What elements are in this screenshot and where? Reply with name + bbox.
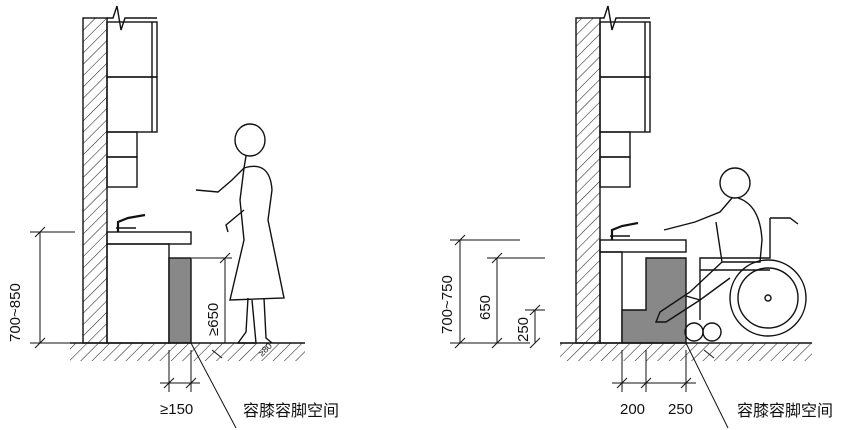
left-height-dimension xyxy=(30,226,75,349)
right-knee-dimension xyxy=(487,252,545,349)
wheelchair-user-icon xyxy=(654,167,807,342)
right-depth-a-label: 200 xyxy=(620,401,645,418)
standing-person-icon xyxy=(195,123,285,344)
right-wall xyxy=(575,5,650,344)
left-caption-leader xyxy=(190,342,237,429)
right-wall-cabinet xyxy=(599,21,651,188)
right-faucet-icon xyxy=(610,221,639,240)
left-standing-figure xyxy=(30,5,305,429)
right-caption-leader xyxy=(685,342,729,429)
left-toe-label: ≥150 xyxy=(160,401,193,418)
left-height-label: 700~850 xyxy=(7,283,24,342)
right-knee-label: 650 xyxy=(477,295,494,320)
right-toe-label: 250 xyxy=(515,317,532,342)
left-caption: 容膝容脚空间 xyxy=(243,401,339,420)
left-knee-dimension xyxy=(192,252,232,343)
right-depth-dimension xyxy=(612,350,696,392)
left-faucet-icon xyxy=(116,213,146,232)
left-toe-dimension xyxy=(160,350,200,392)
right-wheelchair-figure xyxy=(450,5,812,429)
right-height-label: 700~750 xyxy=(439,275,456,334)
left-wall-cabinet xyxy=(106,21,158,188)
right-height-dimension xyxy=(450,234,530,349)
right-counter xyxy=(599,239,687,344)
left-wall xyxy=(82,5,157,344)
left-knee-label: ≥650 xyxy=(205,303,222,336)
right-depth-b-label: 250 xyxy=(668,401,693,418)
left-floor xyxy=(70,342,305,361)
right-caption: 容膝容脚空间 xyxy=(737,401,833,420)
left-counter xyxy=(106,231,192,344)
right-toe-dimension xyxy=(525,304,545,349)
